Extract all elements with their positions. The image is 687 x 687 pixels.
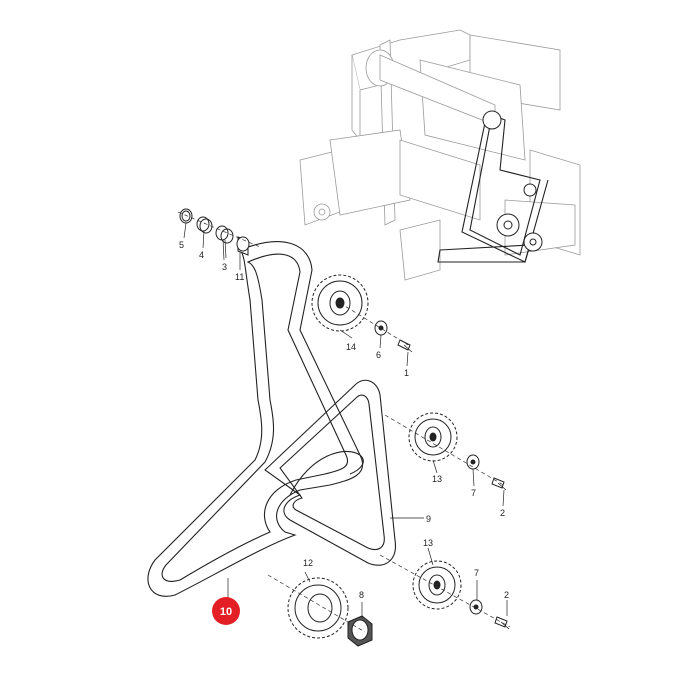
callout-8: 8 xyxy=(359,590,364,600)
hub-8 xyxy=(348,616,372,646)
sprocket-13-lower xyxy=(413,561,461,609)
callout-2-upper: 2 xyxy=(500,508,505,518)
ring-4 xyxy=(197,217,212,233)
sprocket-13-upper xyxy=(409,413,457,461)
callout-9: 9 xyxy=(426,514,431,524)
callout-13-upper: 13 xyxy=(432,474,442,484)
callout-14: 14 xyxy=(346,342,356,352)
bolt-1 xyxy=(398,340,412,352)
callout-1: 1 xyxy=(404,368,409,378)
callout-7-lower: 7 xyxy=(474,568,479,578)
callout-6: 6 xyxy=(376,350,381,360)
callout-4: 4 xyxy=(199,250,204,260)
callout-11: 11 xyxy=(235,272,244,282)
callout-13-lower: 13 xyxy=(423,538,433,548)
sprocket-12 xyxy=(288,578,348,638)
highlight-badge-label: 10 xyxy=(220,606,232,618)
washer-7-lower xyxy=(470,600,482,614)
callout-2-lower: 2 xyxy=(504,590,509,600)
snap-ring-5 xyxy=(180,209,192,223)
highlight-callout-10: 10 xyxy=(212,597,240,625)
callout-3: 3 xyxy=(222,262,227,272)
washer-7-upper xyxy=(467,455,479,469)
callout-7-upper: 7 xyxy=(471,488,476,498)
callout-5: 5 xyxy=(179,240,184,250)
callout-12: 12 xyxy=(303,558,313,568)
bolt-2-lower xyxy=(495,617,509,629)
washer-6 xyxy=(375,321,387,335)
machine-frame-overview xyxy=(300,30,580,280)
